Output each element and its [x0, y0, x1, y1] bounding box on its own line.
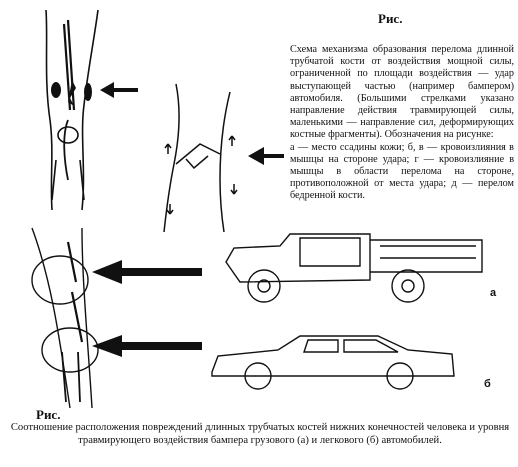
figure1-description-text: Схема механизма образования перелома дли…: [290, 44, 514, 141]
leg-illustration-bottom: [22, 222, 112, 412]
label-truck: а: [490, 287, 497, 299]
truck-illustration: [220, 228, 486, 310]
figure2-title: Рис.: [36, 407, 61, 422]
figure1-title: Рис.: [378, 11, 403, 26]
figure1-legend-text: а — место ссадины кожи; б, в — кровоизли…: [290, 141, 514, 202]
force-arrow-fracture: [248, 147, 284, 165]
impact-arrow-truck: [92, 260, 202, 284]
leg-illustration-top: [28, 10, 118, 210]
label-car: б: [484, 378, 491, 390]
impact-arrow-car: [92, 335, 202, 357]
bone-fracture-diagram: [160, 84, 244, 232]
car-illustration: [208, 332, 458, 396]
force-arrow-top: [100, 82, 138, 98]
figure1-description: Схема механизма образования перелома дли…: [290, 44, 514, 203]
figure2-caption: Соотношение расположения повреждений дли…: [10, 422, 510, 446]
